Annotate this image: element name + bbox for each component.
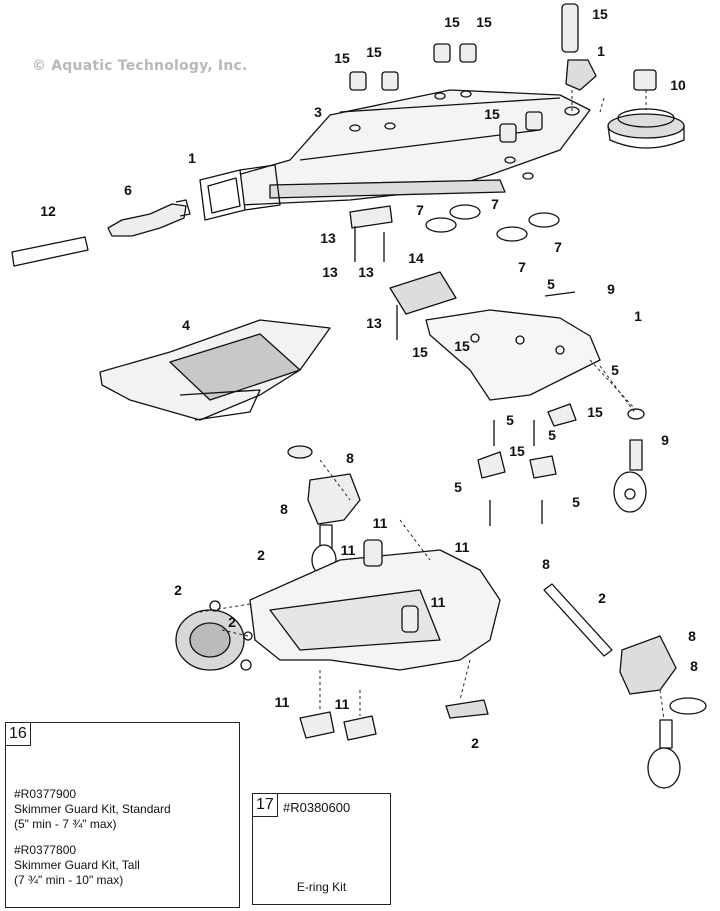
callout-label-c15c: 15 (592, 6, 608, 22)
callout-label-c13d: 13 (366, 315, 382, 331)
callout-label-c15d: 15 (334, 50, 350, 66)
e-ring-part-number: #R0380600 (283, 800, 351, 815)
right-wheel-assembly (619, 635, 707, 789)
filter-cap-part (389, 271, 457, 315)
skimmer-standard-name: Skimmer Guard Kit, Standard (14, 802, 171, 816)
callout-label-c13c: 13 (358, 264, 374, 280)
callout-label-c2c: 2 (228, 614, 236, 630)
callout-label-c7a: 7 (416, 202, 424, 218)
callout-label-c5c: 5 (506, 412, 514, 428)
callout-label-c8e: 8 (690, 658, 698, 674)
callout-label-c13a: 13 (320, 230, 336, 246)
callout-label-c2a: 2 (257, 547, 265, 563)
e-ring-kit-box: 17 #R0380600 E-ring Kit (252, 793, 391, 905)
callout-label-c11e: 11 (274, 694, 290, 710)
callout-label-c2b: 2 (174, 582, 182, 598)
bottom-clip-parts (299, 699, 489, 741)
callout-label-c12: 12 (40, 203, 56, 219)
callout-label-c8a: 8 (346, 450, 354, 466)
hose-adapter-part (107, 199, 191, 237)
callout-label-c5a: 5 (547, 276, 555, 292)
callout-label-c11c: 11 (454, 539, 470, 555)
pipe-part (11, 236, 89, 267)
callout-label-c2d: 2 (598, 590, 606, 606)
plug-parts (349, 3, 597, 143)
callout-label-c15j: 15 (509, 443, 525, 459)
callout-label-c11f: 11 (334, 696, 350, 712)
skimmer-kit-number: 16 (6, 723, 31, 746)
bracket-part (349, 205, 398, 340)
callout-label-c7d: 7 (554, 239, 562, 255)
callout-label-c8b: 8 (280, 501, 288, 517)
callout-label-c8d: 8 (688, 628, 696, 644)
callout-label-c13b: 13 (322, 264, 338, 280)
inlet-connector-part (199, 164, 281, 221)
top-housing-part (219, 89, 591, 206)
callout-label-c1b: 1 (188, 150, 196, 166)
callout-label-c11a: 11 (372, 515, 388, 531)
callout-label-c15b: 15 (476, 14, 492, 30)
callout-label-c1a: 1 (597, 43, 605, 59)
callout-label-c15h: 15 (454, 338, 470, 354)
callout-label-c4: 4 (182, 317, 190, 333)
skimmer-guard-kit-box: 16 #R0377900 Skimmer Guard Kit, Standard… (5, 722, 240, 908)
callout-label-c5d: 5 (548, 427, 556, 443)
callout-label-c2e: 2 (471, 735, 479, 751)
callout-label-c15f: 15 (484, 106, 500, 122)
callout-label-c1c: 1 (634, 308, 642, 324)
callout-label-c5b: 5 (611, 362, 619, 378)
main-body-part (175, 539, 501, 671)
callout-label-c14: 14 (408, 250, 424, 266)
callout-label-c6: 6 (124, 182, 132, 198)
skimmer-tall-name: Skimmer Guard Kit, Tall (14, 858, 140, 872)
hinge-parts (477, 403, 577, 526)
callout-label-c15i: 15 (587, 404, 603, 420)
callout-label-c5e: 5 (454, 479, 462, 495)
left-wheel-assembly (287, 445, 361, 576)
callout-label-c9b: 9 (661, 432, 669, 448)
callout-label-c15e: 15 (366, 44, 382, 60)
callout-label-c3: 3 (314, 104, 322, 120)
callout-label-c9a: 9 (607, 281, 615, 297)
chassis-part (425, 291, 601, 401)
callout-label-c15a: 15 (444, 14, 460, 30)
callout-label-c15g: 15 (412, 344, 428, 360)
skimmer-tall-range: (7 ¾" min - 10" max) (14, 873, 124, 887)
callout-label-c7b: 7 (491, 196, 499, 212)
callout-label-c11b: 11 (340, 542, 356, 558)
disc-parts (425, 204, 560, 242)
skimmer-standard-range: (5" min - 7 ¾" max) (14, 817, 117, 831)
callout-label-c8c: 8 (542, 556, 550, 572)
axle-rod-part (543, 583, 613, 657)
callout-label-c11d: 11 (430, 594, 446, 610)
callout-label-c7c: 7 (518, 259, 526, 275)
skimmer-standard-part-number: #R0377900 (14, 787, 77, 801)
skimmer-tall-part-number: #R0377800 (14, 843, 77, 857)
e-ring-kit-name: E-ring Kit (296, 880, 347, 894)
e-ring-kit-number: 17 (253, 794, 278, 817)
wheel-part (613, 408, 647, 513)
callout-label-c10: 10 (670, 77, 686, 93)
filter-frame-part (99, 319, 331, 421)
callout-label-c5f: 5 (572, 494, 580, 510)
copyright-text: © Aquatic Technology, Inc. (32, 58, 248, 74)
assembly-guide-lines (199, 90, 665, 721)
